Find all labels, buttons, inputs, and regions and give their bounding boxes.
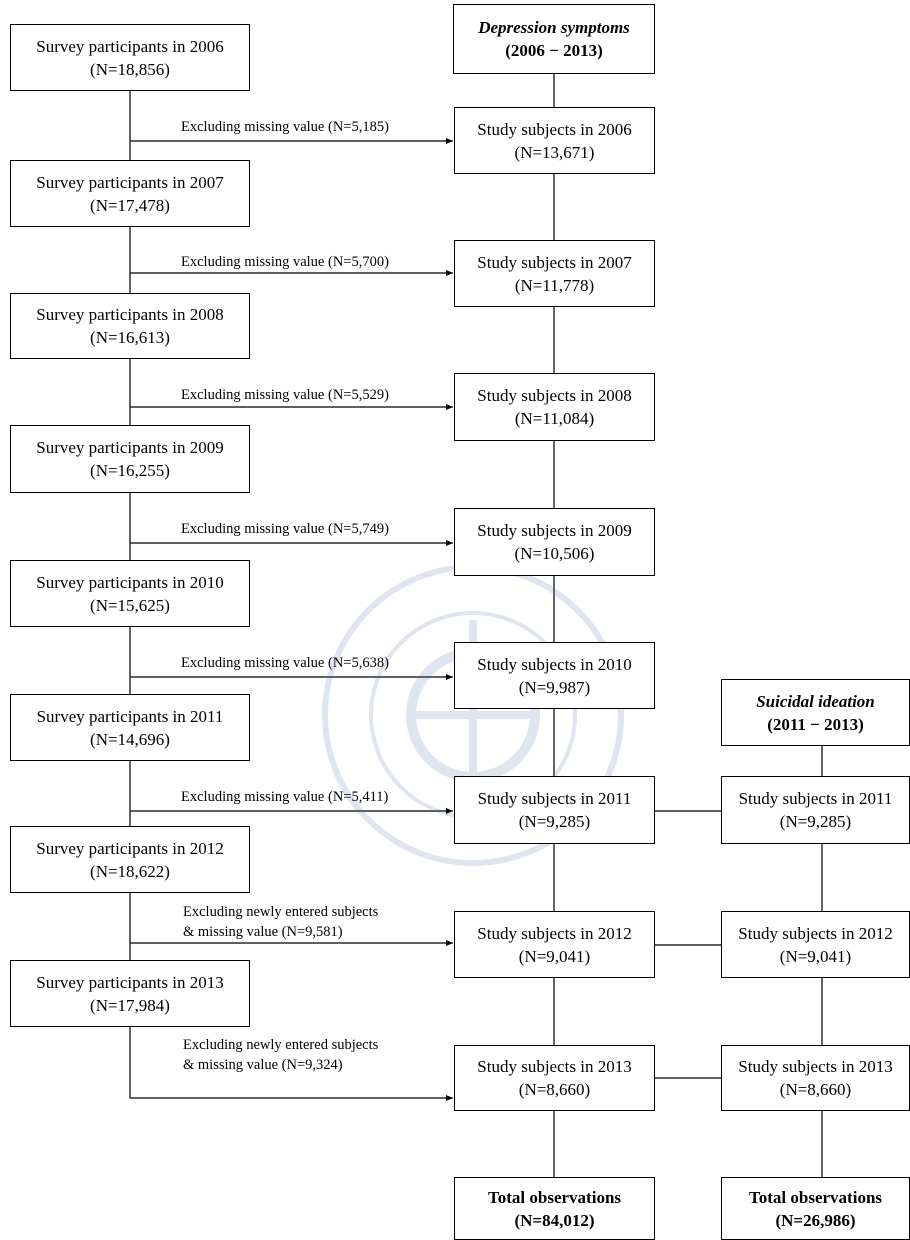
study-label: Study subjects in 2013: [477, 1057, 632, 1076]
survey-label: Survey participants in 2006: [36, 36, 224, 56]
study-box-2008: Study subjects in 2008 (N=11,084): [454, 373, 655, 441]
study-count: (N=11,084): [514, 409, 595, 428]
suicidal-box-2011: Study subjects in 2011 (N=9,285): [721, 776, 910, 844]
survey-count: (N=17,478): [90, 195, 170, 215]
study-label: Study subjects in 2011: [477, 789, 632, 808]
exclusion-text: & missing value (N=9,324): [183, 1057, 343, 1073]
survey-box-2012: Survey participants in 2012 (N=18,622): [10, 826, 250, 893]
study-box-2010: Study subjects in 2010 (N=9,987): [454, 642, 655, 709]
suicidal-header: Suicidal ideation (2011 − 2013): [721, 679, 910, 746]
survey-label: Survey participants in 2012: [36, 838, 224, 858]
study-count: (N=8,660): [518, 1080, 591, 1099]
exclusion-text: Excluding missing value (N=5,749): [181, 521, 389, 537]
exclusion-label-2008: Excluding missing value (N=5,529): [181, 385, 389, 405]
study-count: (N=11,778): [514, 275, 595, 295]
survey-label: Survey participants in 2010: [36, 572, 224, 592]
study-label: Study subjects in 2013: [738, 1057, 893, 1076]
exclusion-text: & missing value (N=9,581): [183, 924, 343, 940]
depression-header: Depression symptoms (2006 − 2013): [453, 4, 655, 74]
study-box-2011: Study subjects in 2011 (N=9,285): [454, 776, 655, 844]
exclusion-label-2013: Excluding newly entered subjects & missi…: [183, 1035, 378, 1075]
study-label: Study subjects in 2008: [477, 386, 632, 405]
study-count: (N=9,041): [779, 946, 852, 966]
total-label: Total observations: [487, 1187, 622, 1207]
survey-box-2009: Survey participants in 2009 (N=16,255): [10, 425, 250, 493]
survey-count: (N=18,856): [90, 59, 170, 79]
suicidal-box-2012: Study subjects in 2012 (N=9,041): [721, 911, 910, 978]
survey-count: (N=16,255): [90, 461, 170, 480]
exclusion-text: Excluding missing value (N=5,529): [181, 387, 389, 403]
total-suicidal-box: Total observations (N=26,986): [721, 1177, 910, 1240]
total-count: (N=26,986): [775, 1210, 856, 1230]
study-count: (N=8,660): [779, 1080, 852, 1099]
exclusion-label-2006: Excluding missing value (N=5,185): [181, 117, 389, 137]
exclusion-text: Excluding missing value (N=5,185): [181, 119, 389, 135]
study-box-2013: Study subjects in 2013 (N=8,660): [454, 1045, 655, 1111]
total-count: (N=84,012): [514, 1210, 595, 1230]
survey-box-2006: Survey participants in 2006 (N=18,856): [10, 24, 250, 91]
study-count: (N=10,506): [514, 544, 595, 563]
study-label: Study subjects in 2012: [738, 923, 893, 943]
total-depression-box: Total observations (N=84,012): [454, 1177, 655, 1240]
study-count: (N=9,285): [518, 812, 591, 831]
exclusion-label-2009: Excluding missing value (N=5,749): [181, 519, 389, 539]
study-box-2012: Study subjects in 2012 (N=9,041): [454, 911, 655, 978]
study-box-2006: Study subjects in 2006 (N=13,671): [454, 107, 655, 174]
study-label: Study subjects in 2012: [477, 923, 632, 943]
survey-label: Survey participants in 2013: [36, 972, 224, 992]
total-label: Total observations: [748, 1187, 883, 1207]
exclusion-text: Excluding missing value (N=5,411): [181, 789, 389, 805]
survey-count: (N=16,613): [90, 328, 170, 347]
suicidal-header-title: Suicidal ideation: [756, 691, 875, 711]
survey-box-2011: Survey participants in 2011 (N=14,696): [10, 694, 250, 761]
survey-label: Survey participants in 2007: [36, 172, 224, 192]
study-count: (N=13,671): [514, 142, 595, 162]
study-label: Study subjects in 2009: [477, 521, 632, 540]
survey-label: Survey participants in 2008: [36, 305, 224, 324]
study-label: Study subjects in 2006: [477, 119, 632, 139]
study-box-2007: Study subjects in 2007 (N=11,778): [454, 240, 655, 307]
survey-box-2007: Survey participants in 2007 (N=17,478): [10, 160, 250, 227]
depression-header-years: (2006 − 2013): [505, 41, 603, 60]
exclusion-label-2012: Excluding newly entered subjects & missi…: [183, 902, 378, 942]
study-count: (N=9,285): [779, 812, 852, 831]
survey-box-2008: Survey participants in 2008 (N=16,613): [10, 293, 250, 359]
study-box-2009: Study subjects in 2009 (N=10,506): [454, 508, 655, 576]
exclusion-label-2010: Excluding missing value (N=5,638): [181, 653, 389, 673]
depression-header-title: Depression symptoms: [478, 18, 630, 37]
exclusion-text: Excluding newly entered subjects: [183, 904, 379, 920]
survey-count: (N=18,622): [90, 861, 170, 881]
suicidal-header-years: (2011 − 2013): [767, 714, 864, 734]
exclusion-label-2011: Excluding missing value (N=5,411): [181, 787, 388, 807]
exclusion-text: Excluding missing value (N=5,700): [181, 254, 389, 270]
survey-count: (N=15,625): [90, 595, 170, 615]
exclusion-text: Excluding missing value (N=5,638): [181, 655, 389, 671]
survey-box-2013: Survey participants in 2013 (N=17,984): [10, 960, 250, 1027]
study-count: (N=9,041): [518, 946, 591, 966]
survey-count: (N=14,696): [90, 729, 170, 749]
exclusion-label-2007: Excluding missing value (N=5,700): [181, 252, 389, 272]
survey-count: (N=17,984): [90, 995, 170, 1015]
exclusion-text: Excluding newly entered subjects: [183, 1037, 379, 1053]
study-count: (N=9,987): [518, 677, 591, 697]
survey-label: Survey participants in 2011: [36, 706, 224, 726]
survey-label: Survey participants in 2009: [36, 438, 224, 457]
study-label: Study subjects in 2007: [477, 252, 632, 272]
study-label: Study subjects in 2011: [738, 789, 893, 808]
suicidal-box-2013: Study subjects in 2013 (N=8,660): [721, 1045, 910, 1111]
survey-box-2010: Survey participants in 2010 (N=15,625): [10, 560, 250, 627]
study-label: Study subjects in 2010: [477, 654, 632, 674]
